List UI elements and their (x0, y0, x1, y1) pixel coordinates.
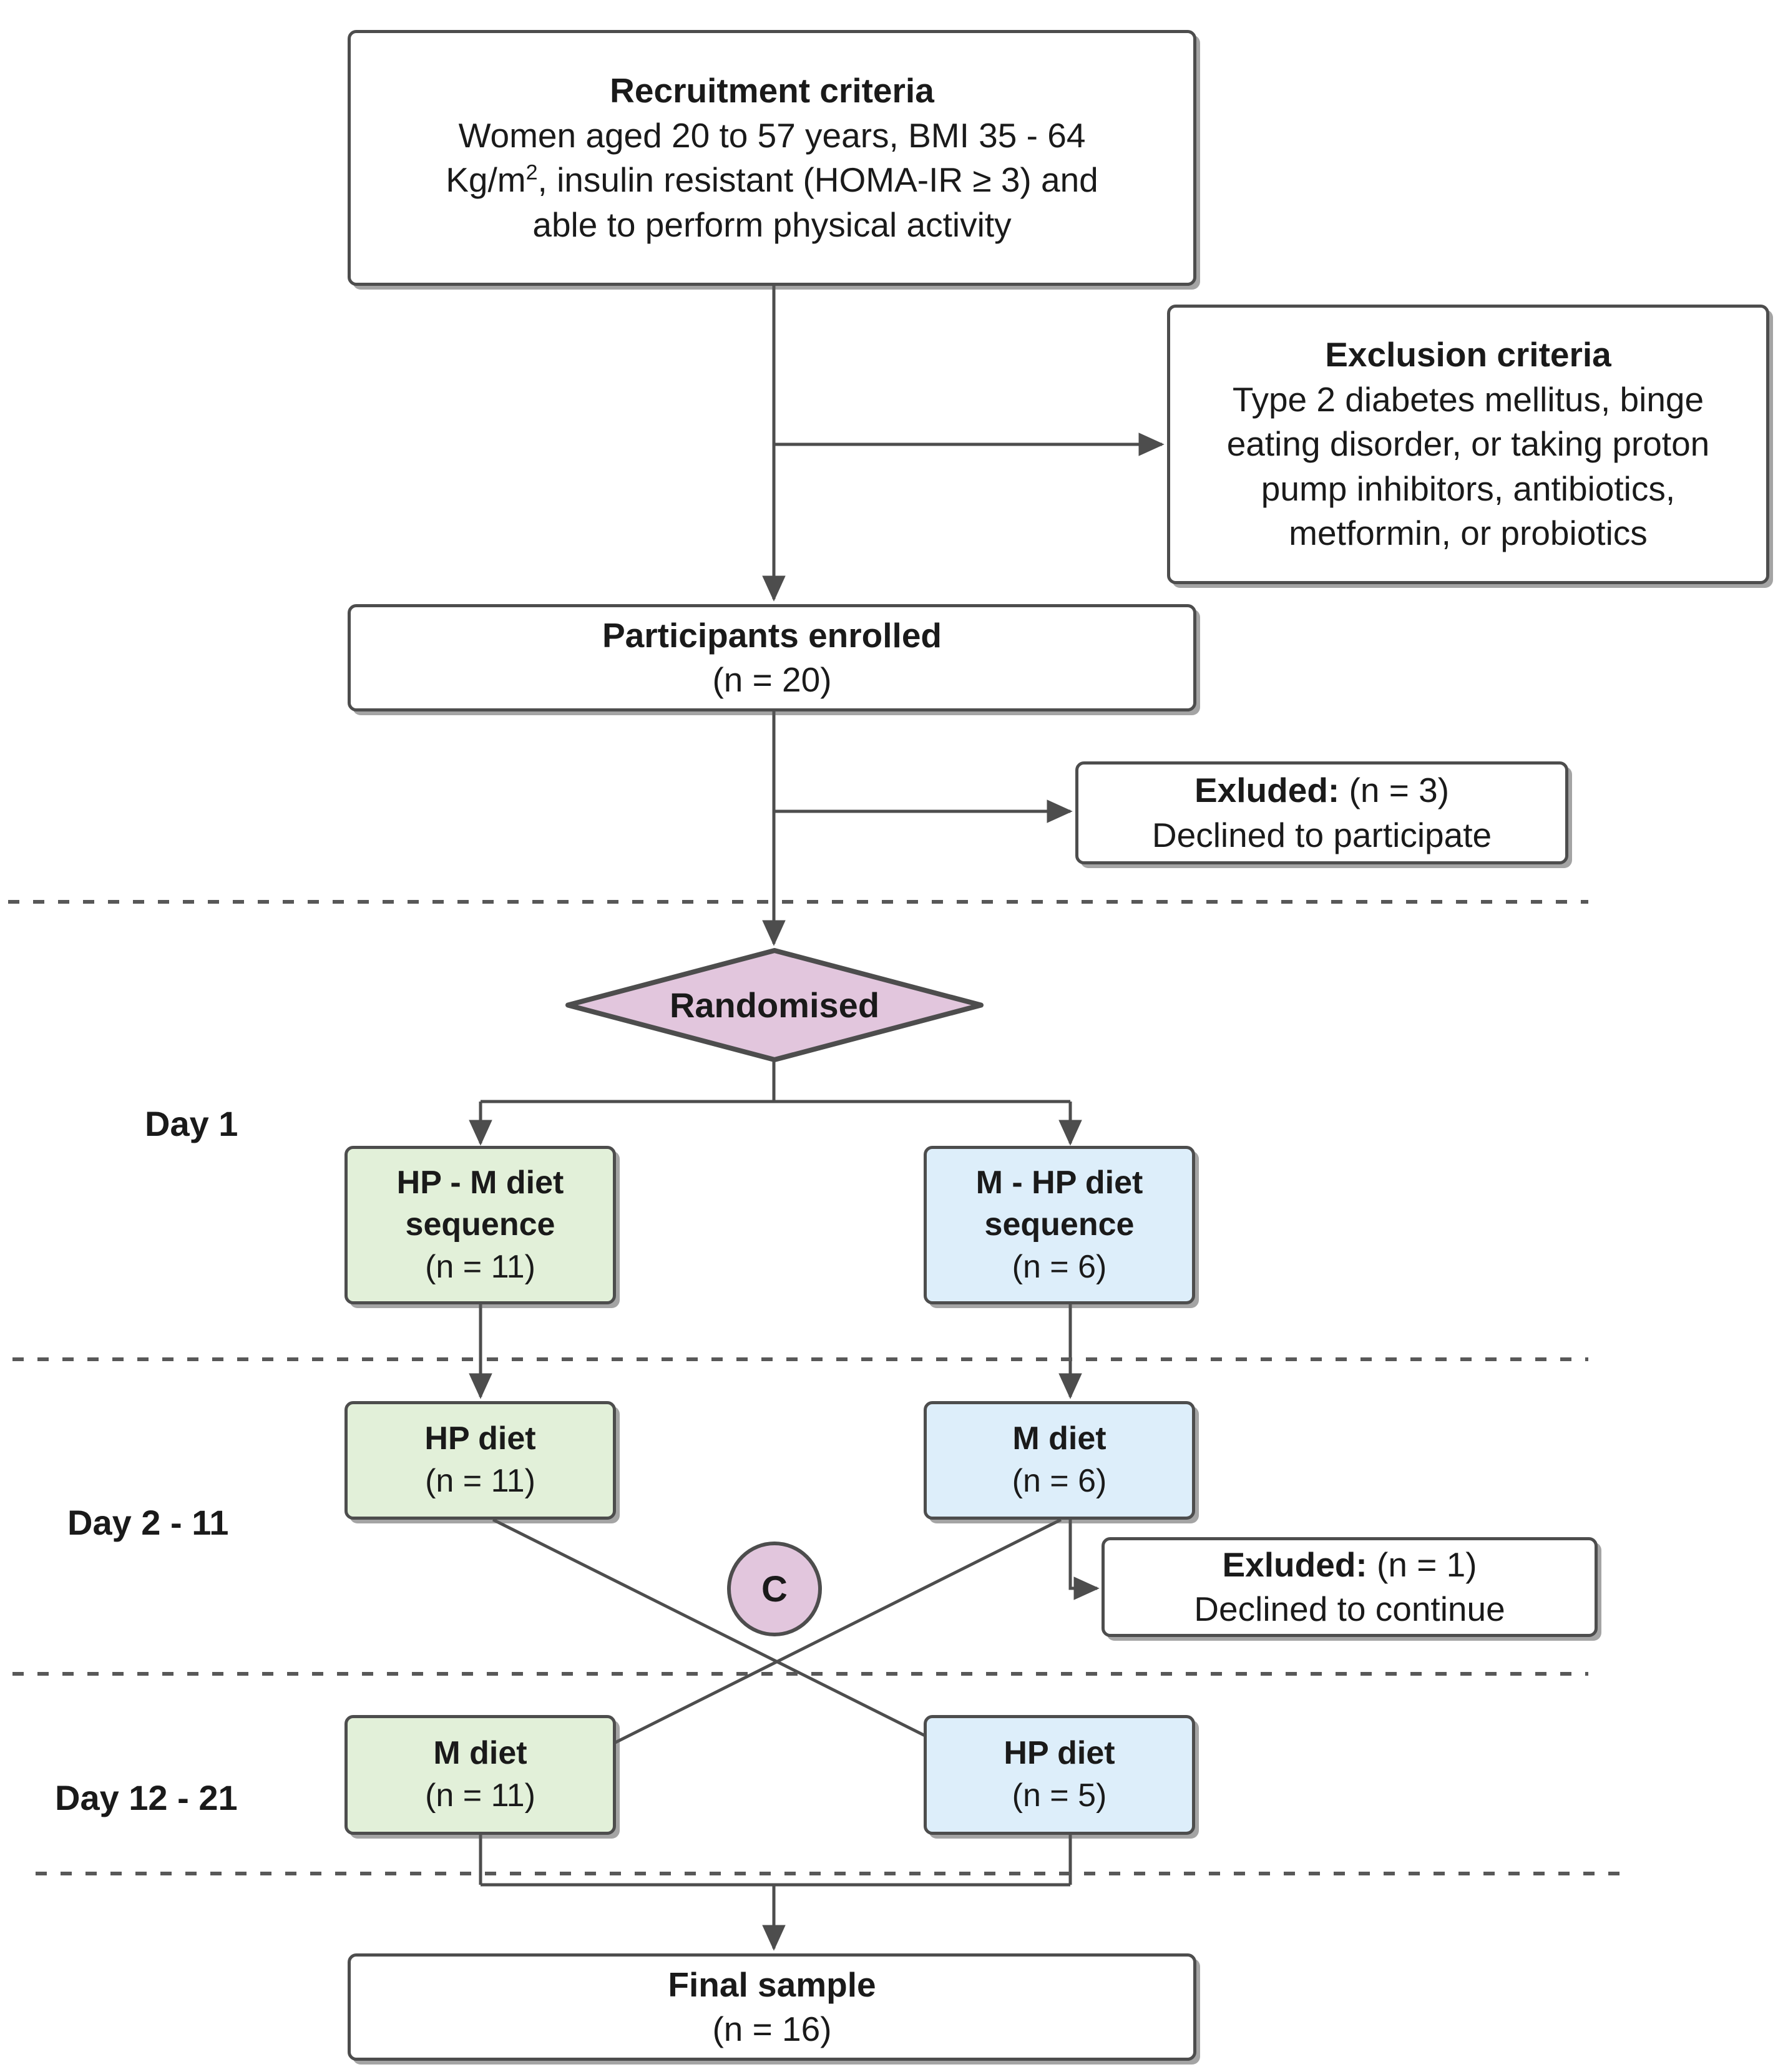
period1-m-title: M diet (1012, 1420, 1107, 1457)
excluded-2-count: (n = 1) (1377, 1545, 1477, 1584)
node-sequence-m-hp[interactable]: M - HP diet sequence (n = 6) (924, 1146, 1195, 1304)
period1-m-count: (n = 6) (1012, 1463, 1107, 1499)
node-recruitment-criteria[interactable]: Recruitment criteria Women aged 20 to 57… (348, 30, 1196, 286)
exclusion-criteria-line-4: metformin, or probiotics (1289, 514, 1648, 553)
sequence-m-hp-count: (n = 6) (1012, 1248, 1107, 1285)
excluded-1-count: (n = 3) (1349, 771, 1450, 809)
period2-hp-count: (n = 5) (1012, 1777, 1107, 1814)
day-label-3: Day 12 - 21 (55, 1778, 238, 1817)
final-sample-title: Final sample (668, 1965, 876, 2004)
node-randomised[interactable]: Randomised (565, 947, 984, 1063)
recruitment-line-1: Women aged 20 to 57 years, BMI 35 - 64 (458, 115, 1086, 155)
node-period1-hp-diet[interactable]: HP diet (n = 11) (344, 1401, 616, 1520)
recruitment-line-3: able to perform physical activity (532, 205, 1012, 244)
period1-hp-count: (n = 11) (425, 1463, 535, 1499)
exclusion-criteria-line-1: Type 2 diabetes mellitus, binge (1232, 379, 1704, 419)
day-label-2: Day 2 - 11 (67, 1503, 229, 1542)
period2-hp-title: HP diet (1004, 1735, 1115, 1772)
crossover-label: C (761, 1568, 788, 1610)
node-participants-enrolled[interactable]: Participants enrolled (n = 20) (348, 604, 1196, 711)
sequence-hp-m-line-2: sequence (405, 1206, 555, 1243)
randomised-label: Randomised (669, 985, 880, 1025)
node-exclusion-criteria[interactable]: Exclusion criteria Type 2 diabetes melli… (1167, 305, 1769, 584)
excluded-1-line: Exluded: (n = 3) (1194, 768, 1449, 813)
node-excluded-declined-continue[interactable]: Exluded: (n = 1) Declined to continue (1102, 1537, 1598, 1637)
excluded-1-label: Exluded: (1194, 771, 1340, 809)
recruitment-line-2: Kg/m2, insulin resistant (HOMA-IR ≥ 3) a… (446, 158, 1098, 203)
node-final-sample[interactable]: Final sample (n = 16) (348, 1953, 1196, 2061)
enrolled-count: (n = 20) (712, 660, 832, 699)
excluded-2-reason: Declined to continue (1194, 1590, 1505, 1628)
enrolled-title: Participants enrolled (602, 615, 942, 655)
recruitment-line-2-prefix: Kg/m (446, 160, 526, 199)
final-sample-count: (n = 16) (712, 2010, 832, 2048)
day-label-1: Day 1 (145, 1104, 238, 1143)
period1-hp-title: HP diet (424, 1420, 536, 1457)
recruitment-line-2-suffix: , insulin resistant (HOMA-IR ≥ 3) and (537, 160, 1098, 199)
period2-m-count: (n = 11) (425, 1777, 535, 1814)
excluded-1-reason: Declined to participate (1151, 815, 1492, 854)
sequence-hp-m-line-1: HP - M diet (396, 1164, 564, 1201)
recruitment-superscript: 2 (525, 160, 538, 185)
excluded-2-label: Exluded: (1222, 1545, 1367, 1584)
exclusion-criteria-line-2: eating disorder, or taking proton (1226, 424, 1710, 464)
excluded-2-line: Exluded: (n = 1) (1222, 1543, 1477, 1588)
node-sequence-hp-m[interactable]: HP - M diet sequence (n = 11) (344, 1146, 616, 1304)
period2-m-title: M diet (433, 1735, 527, 1772)
node-period2-m-diet[interactable]: M diet (n = 11) (344, 1715, 616, 1835)
recruitment-title: Recruitment criteria (610, 71, 934, 110)
exclusion-criteria-title: Exclusion criteria (1325, 335, 1611, 374)
node-period2-hp-diet[interactable]: HP diet (n = 5) (924, 1715, 1195, 1835)
sequence-hp-m-count: (n = 11) (425, 1248, 535, 1285)
sequence-m-hp-line-1: M - HP diet (975, 1164, 1143, 1201)
diamond-shape (565, 948, 984, 1062)
node-crossover-marker[interactable]: C (727, 1542, 822, 1636)
node-period1-m-diet[interactable]: M diet (n = 6) (924, 1401, 1195, 1520)
sequence-m-hp-line-2: sequence (984, 1206, 1135, 1243)
exclusion-criteria-line-3: pump inhibitors, antibiotics, (1261, 469, 1676, 508)
node-excluded-declined-participate[interactable]: Exluded: (n = 3) Declined to participate (1075, 761, 1568, 864)
